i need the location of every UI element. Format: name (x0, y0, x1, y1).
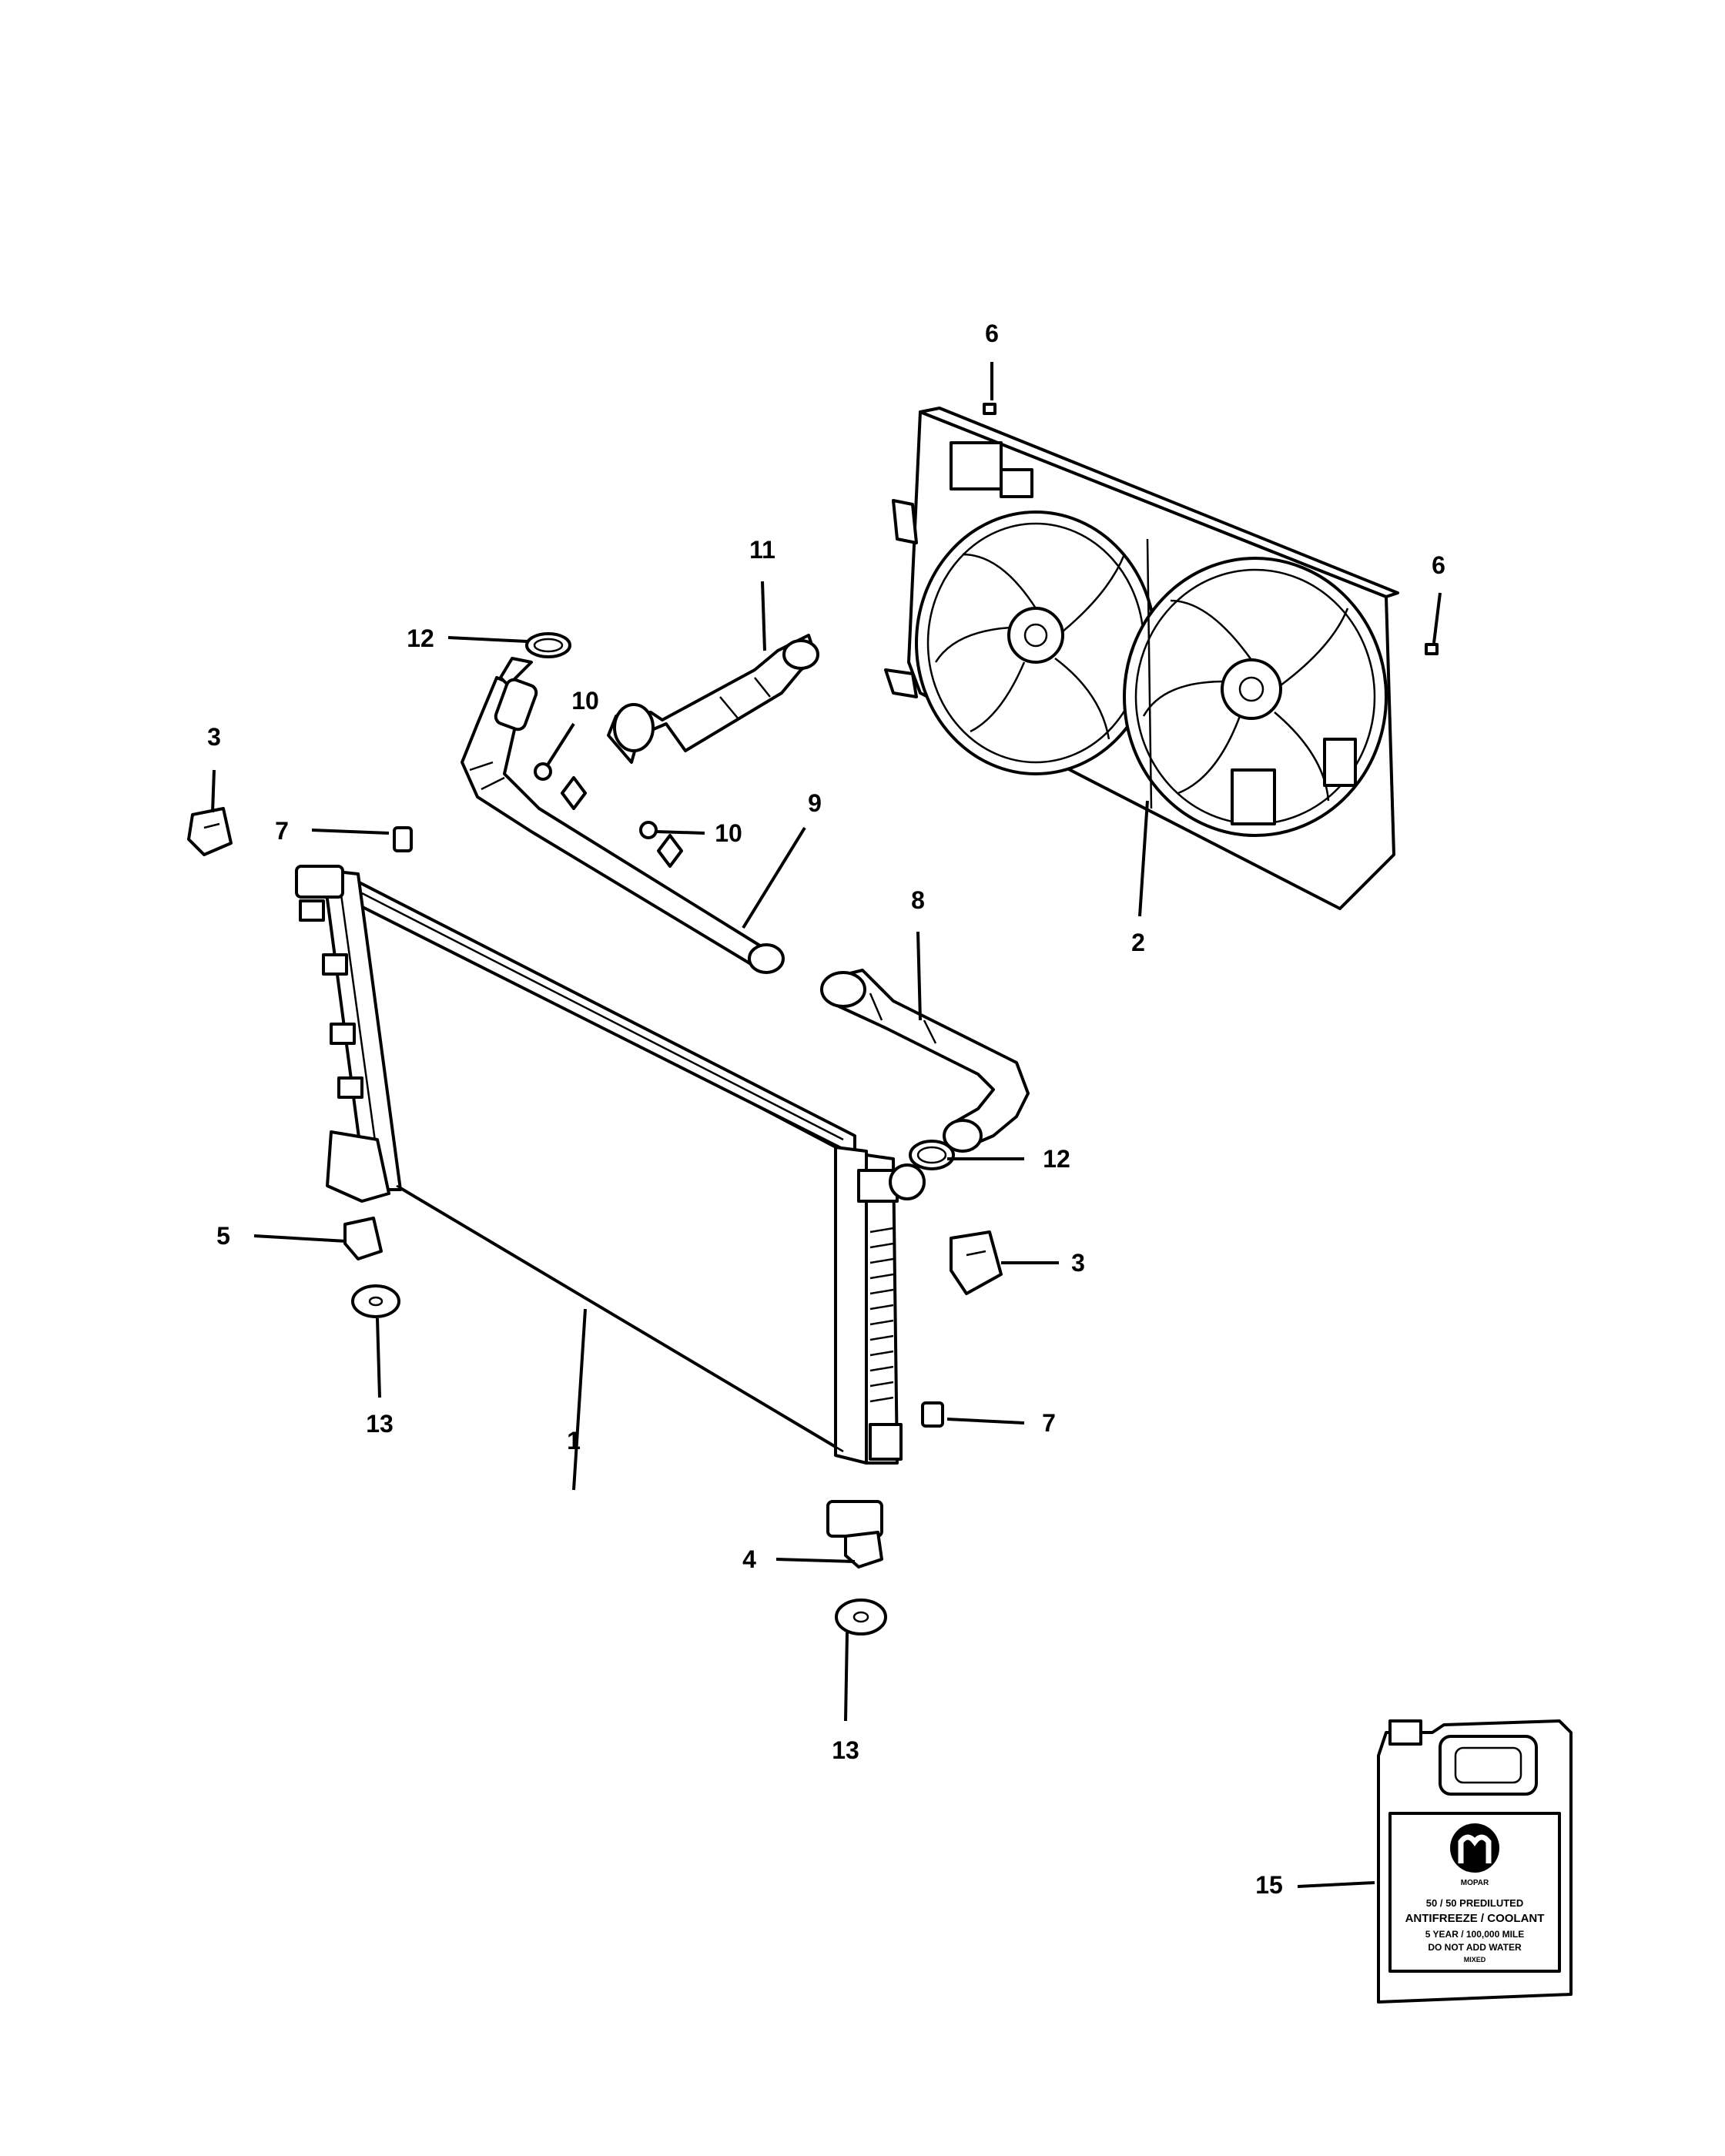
bracket-4 (844, 1531, 883, 1568)
mopar-logo (1450, 1823, 1499, 1873)
coolant-tube-9 (461, 657, 785, 974)
callout-12-lower: 12 (1043, 1145, 1070, 1173)
fan-shroud-assembly (884, 407, 1399, 910)
callout-6-top: 6 (985, 320, 999, 347)
isolator-3-right (950, 1230, 1003, 1295)
callout-11: 11 (749, 536, 775, 564)
left-fan (915, 511, 1157, 775)
callout-7-right: 7 (1042, 1409, 1056, 1437)
washer-13-left (351, 1284, 400, 1318)
radiator (295, 865, 926, 1538)
clip-10-upper (534, 762, 552, 781)
right-fan (1123, 557, 1388, 837)
coolant-jug: MOPAR 50 / 50 PREDILUTED ANTIFREEZE / CO… (1377, 1719, 1573, 2004)
callout-10-upper: 10 (571, 687, 599, 715)
upper-hose-11 (607, 634, 819, 764)
callout-numbers: 1 2 3 3 4 5 6 6 7 7 8 9 10 10 11 12 12 1… (207, 320, 1445, 1899)
lower-hose-8 (820, 969, 1030, 1153)
callout-5: 5 (216, 1222, 230, 1250)
jug-line-5: MIXED (1464, 1956, 1486, 1964)
callout-10-lower: 10 (715, 819, 742, 847)
fastener-6-right (1425, 643, 1439, 655)
jug-line-1: 50 / 50 PREDILUTED (1426, 1897, 1523, 1909)
callout-15: 15 (1255, 1871, 1283, 1899)
washer-13-right (835, 1599, 887, 1635)
callout-13-left: 13 (366, 1410, 394, 1438)
radiator-fins (869, 1227, 894, 1403)
callout-6-right: 6 (1432, 551, 1445, 579)
callout-4: 4 (742, 1545, 756, 1573)
fitting-7-right (921, 1401, 944, 1428)
jug-line-4: DO NOT ADD WATER (1428, 1942, 1522, 1953)
isolator-3-left (187, 807, 233, 856)
callout-2: 2 (1131, 929, 1145, 956)
callout-9: 9 (808, 789, 822, 817)
callout-12-upper: 12 (407, 624, 434, 652)
callout-8: 8 (911, 886, 925, 914)
callout-13-right: 13 (832, 1736, 859, 1764)
jug-line-2: ANTIFREEZE / COOLANT (1405, 1912, 1545, 1925)
callout-3-right: 3 (1071, 1249, 1085, 1277)
clip-10-lower (639, 821, 658, 839)
callout-7-left: 7 (275, 817, 289, 845)
fastener-6-top (983, 403, 996, 415)
bracket-5 (343, 1217, 383, 1260)
callout-3-left: 3 (207, 723, 221, 751)
leader-lines (211, 362, 1442, 1888)
hose-clamp-12-lower (909, 1140, 955, 1170)
jug-brand: MOPAR (1461, 1879, 1489, 1887)
fitting-7-left (393, 826, 413, 852)
hose-clamp-12-upper (525, 632, 571, 658)
jug-line-3: 5 YEAR / 100,000 MILE (1425, 1929, 1525, 1940)
callout-1: 1 (567, 1427, 581, 1455)
